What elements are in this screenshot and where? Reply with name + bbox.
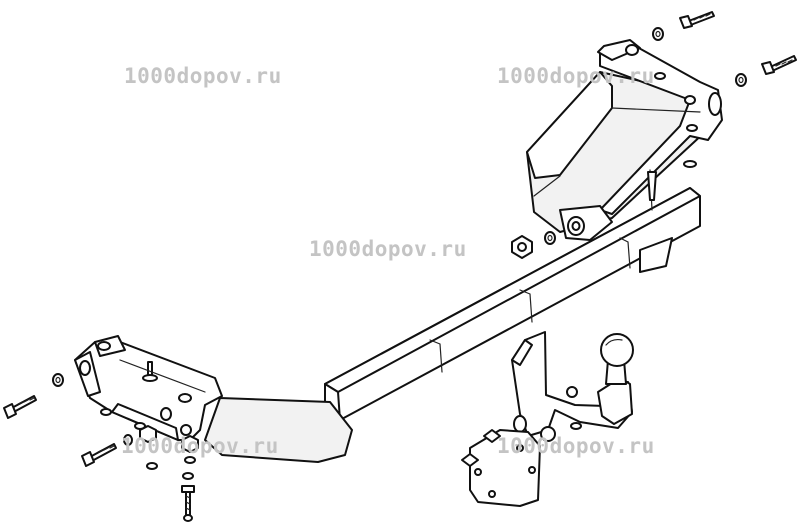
cross-beam bbox=[324, 169, 701, 421]
tow-ball bbox=[600, 333, 634, 385]
socket-plate bbox=[461, 429, 541, 507]
nut-center bbox=[511, 235, 533, 259]
bolt-left-2 bbox=[81, 443, 117, 467]
bolt-left-1 bbox=[3, 395, 37, 419]
tow-ball-arm bbox=[511, 331, 633, 442]
bolt-bottom bbox=[181, 485, 195, 522]
right-mounting-bracket bbox=[526, 39, 723, 241]
bolt-top-right-2 bbox=[761, 55, 797, 75]
washers bbox=[52, 27, 747, 480]
nut-left-2 bbox=[181, 435, 199, 453]
bolt-top-right-1 bbox=[679, 11, 715, 29]
nut-left-1 bbox=[139, 425, 157, 443]
left-mounting-bracket bbox=[74, 335, 353, 463]
